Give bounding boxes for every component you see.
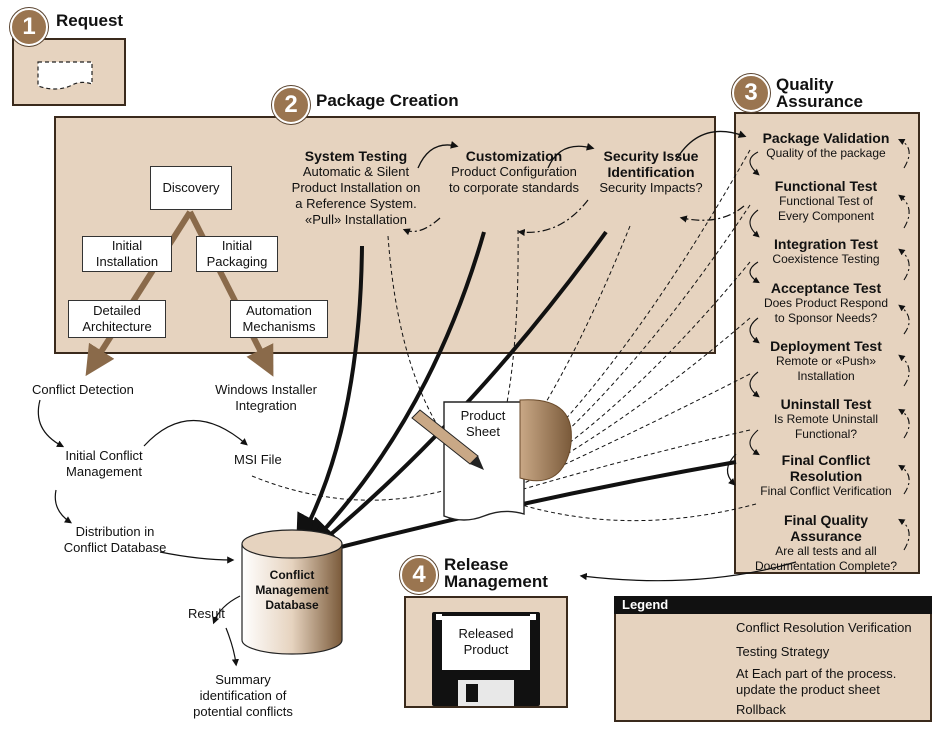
step-3-badge: 3 [732,74,770,112]
security-line: Security Impacts? [599,180,703,195]
conflict-database-cylinder [241,529,343,655]
floppy-disk-icon [432,612,540,706]
system-testing-line: Automatic & Silent [302,164,410,179]
quality-assurance-title-line2: Assurance [776,92,863,111]
security-title-line2: Identification [607,164,695,180]
legend-item-update-sheet: At Each part of the process.update the p… [736,666,897,697]
system-testing-line: Product Installation on [291,180,421,195]
legend-item-rollback: Rollback [736,702,786,717]
system-testing-title: System Testing [304,148,408,164]
step-1-badge: 1 [10,8,48,46]
request-title: Request [56,11,124,30]
product-sheet-graphic [411,399,572,521]
customization-block: Customization Product Configuration to c… [436,148,592,196]
system-testing-line: «Pull» Installation [305,212,407,227]
customization-line: Product Configuration [451,164,577,179]
customization-title: Customization [465,148,563,164]
security-block: Security Issue Identification Security I… [588,148,714,196]
msi-file-label: MSI File [234,452,282,467]
package-creation-title: Package Creation [316,91,459,110]
step-4-badge: 4 [400,556,438,594]
legend-item-testing-strategy: Testing Strategy [736,644,830,659]
system-testing-line: a Reference System. [295,196,417,211]
discovery-box: Discovery [150,166,232,210]
system-testing-block: System Testing Automatic & Silent Produc… [272,148,440,228]
quality-assurance-panel [734,112,920,574]
legend-header: Legend [614,596,932,614]
conflict-detection-label: Conflict Detection [32,382,134,397]
step-2-badge: 2 [272,86,310,124]
legend-item-conflict-resolution: Conflict Resolution Verification [736,620,912,635]
request-document-icon [37,61,93,90]
customization-line: to corporate standards [448,180,580,195]
release-management-title-line2: Management [444,572,548,591]
release-management-title-line1: Release [444,555,509,574]
result-label: Result [188,606,225,621]
quality-assurance-title-line1: Quality [776,75,834,94]
security-title-line1: Security Issue [603,148,699,164]
